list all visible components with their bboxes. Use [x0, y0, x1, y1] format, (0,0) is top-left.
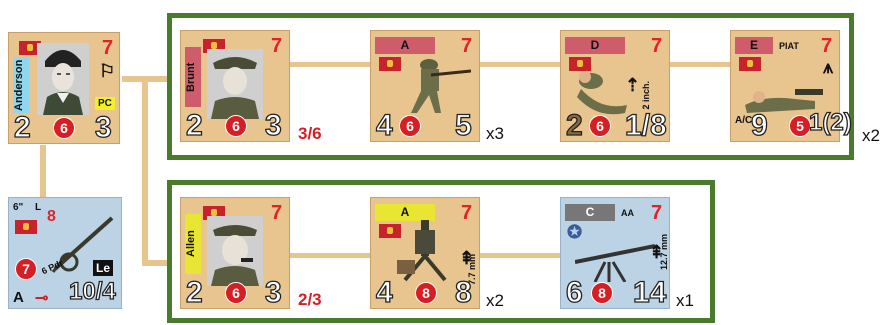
- mortar-counter-d[interactable]: D 7 ⇡ 2 inch. 2 6 1/8: [560, 30, 670, 142]
- piat-counter-e[interactable]: E PIAT 7 ⩚ A/C 9 5 1(2): [730, 30, 840, 142]
- rifleman-icon: [401, 55, 471, 115]
- aa-band: C: [565, 204, 615, 221]
- command-value: 6: [225, 115, 247, 137]
- range-value: 6: [399, 115, 421, 137]
- group-count: x2: [862, 126, 880, 146]
- caliber-label: 12.7 mm: [659, 234, 669, 270]
- morale-value: 7: [651, 35, 662, 58]
- leader-unit-count: 3/6: [298, 124, 322, 144]
- gun-counter-6pdr[interactable]: 6" L 8 7 6 Pdr Le A ⊸ 10/4: [8, 197, 122, 309]
- crew-value: 7: [15, 258, 37, 280]
- piat-symbol-icon: ⩚: [823, 57, 833, 78]
- pc-badge: PC: [95, 97, 115, 110]
- aa-machine-gun-icon: [575, 232, 655, 282]
- connector: [40, 145, 46, 197]
- range-value: 8: [591, 282, 613, 304]
- morale-value: 7: [271, 202, 282, 225]
- range-value: 3: [95, 113, 112, 143]
- firepower-value: 2: [566, 111, 583, 141]
- morale-value: 7: [651, 202, 662, 225]
- connector: [142, 76, 148, 266]
- aa-label: AA: [621, 208, 634, 218]
- firepower-value: 6: [566, 278, 583, 308]
- aa-counter-c[interactable]: C AA 7 ✪ ⇞ 12.7 mm 6 8 14: [560, 197, 670, 309]
- gun-symbol-icon: ⊸: [35, 288, 48, 308]
- weapon-label: 2 inch.: [641, 81, 651, 110]
- skill-value: 2: [14, 113, 31, 143]
- command-value: 6: [225, 282, 247, 304]
- skill-value: 2: [186, 278, 203, 308]
- range-value: 8: [415, 282, 437, 304]
- portrait: [37, 43, 89, 115]
- defense-value: 8: [455, 278, 472, 308]
- gun-class: A: [13, 290, 24, 305]
- range-value: 3: [265, 278, 282, 308]
- aa-count: x1: [676, 291, 694, 311]
- flag-icon: [15, 220, 37, 234]
- morale-value: 7: [821, 35, 832, 58]
- squad-band: A: [375, 37, 435, 54]
- leader-name: Anderson: [13, 57, 29, 113]
- range-value: 6: [589, 115, 611, 137]
- skill-value: 2: [186, 111, 203, 141]
- leader-name: Allen: [185, 214, 201, 274]
- leader-name: Brunt: [185, 47, 201, 107]
- leader-counter-allen[interactable]: Allen 7 2 6 3: [180, 197, 290, 309]
- morale-value: 7: [102, 37, 113, 60]
- defense-value: 1(2): [809, 111, 852, 135]
- gun-type: Le: [93, 260, 113, 276]
- mortar-band: D: [565, 37, 625, 54]
- firepower-value: 4: [376, 278, 393, 308]
- firepower-value: 4: [376, 111, 393, 141]
- defense-value: 14: [633, 278, 666, 308]
- squad-counter-a[interactable]: A 7 4 6 5: [370, 30, 480, 142]
- flag-icon: [379, 57, 401, 71]
- defense-value: 1/8: [625, 111, 667, 141]
- piat-label: PIAT: [779, 41, 799, 51]
- leader-counter-anderson[interactable]: Anderson 7 ⚐ PC 2 6 3: [8, 32, 120, 144]
- range-value: 5: [789, 115, 811, 137]
- mg-counter-a[interactable]: A 7 ⇞ 7.7 mm 4 8 8: [370, 197, 480, 309]
- morale-value: 7: [461, 202, 472, 225]
- defense-value: 5: [455, 111, 472, 141]
- piat-band: E: [735, 37, 773, 54]
- gun-caliber: 6": [13, 202, 23, 213]
- flag-marker-icon: ⚐: [99, 61, 115, 82]
- squad-count: x3: [486, 124, 504, 144]
- machine-gun-icon: [395, 218, 455, 282]
- mg-count: x2: [486, 291, 504, 311]
- flag-icon: [739, 57, 761, 71]
- firepower-value: 9: [751, 111, 768, 141]
- range-value: 3: [265, 111, 282, 141]
- gun-size: L: [35, 202, 41, 213]
- morale-value: 7: [271, 35, 282, 58]
- anticap-prefix: A/C: [735, 115, 752, 126]
- mortar-symbol-icon: ⇡: [625, 75, 640, 96]
- leader-unit-count: 2/3: [298, 290, 322, 310]
- portrait: [207, 49, 263, 119]
- gun-firepower: 10/4: [69, 280, 116, 304]
- portrait: [207, 216, 263, 286]
- command-value: 6: [53, 117, 75, 139]
- leader-counter-brunt[interactable]: Brunt 7 2 6 3: [180, 30, 290, 142]
